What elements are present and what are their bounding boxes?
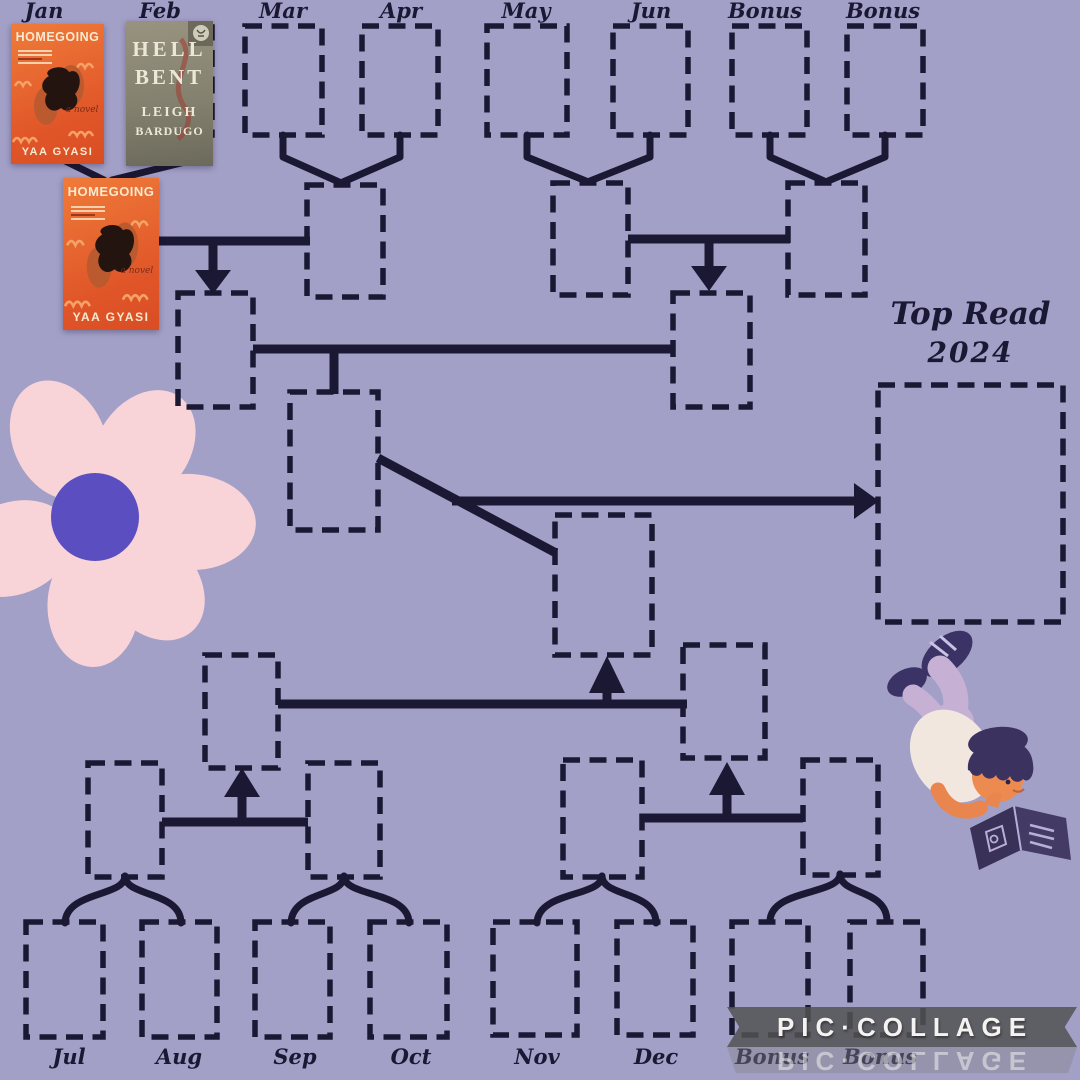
- label-dec: Dec: [633, 1044, 679, 1069]
- homegoing-blurb-lines: [70, 204, 106, 222]
- hell-bent-author-line1: LEIGH: [141, 105, 198, 120]
- homegoing-cover-art: [11, 62, 95, 145]
- label-apr: Apr: [379, 0, 423, 23]
- slot-bottom-half-champion[interactable]: [552, 512, 655, 658]
- label-jan: Jan: [24, 0, 64, 23]
- label-jun: Jun: [630, 0, 672, 23]
- slot-winner-bonus[interactable]: [785, 180, 868, 298]
- flower-illustration: [0, 380, 256, 667]
- slot-winner-mar-apr[interactable]: [304, 182, 386, 300]
- slot-top-read-final[interactable]: [875, 382, 1066, 625]
- slot-jun[interactable]: [610, 23, 691, 138]
- slot-winner-may-jun[interactable]: [550, 180, 631, 298]
- slot-jul[interactable]: [23, 919, 106, 1040]
- homegoing-tagline-text: a novel: [120, 266, 154, 277]
- hell-bent-author-line2: BARDUGO: [135, 124, 204, 138]
- slot-round3-top-left[interactable]: [175, 290, 256, 410]
- label-aug: Aug: [155, 1044, 203, 1069]
- hell-bent-title-line1: HELL: [132, 37, 207, 61]
- label-oct: Oct: [390, 1044, 432, 1069]
- label-bonus-4: Bonus: [842, 1044, 918, 1069]
- homegoing-author-text: YAA GYASI: [21, 146, 94, 159]
- book-cover-homegoing-jan[interactable]: HOMEGOING a novel YAA GYASI: [11, 24, 104, 164]
- label-nov: Nov: [514, 1044, 560, 1069]
- slot-apr[interactable]: [359, 23, 441, 138]
- homegoing-title-text: HOMEGOING: [67, 184, 155, 200]
- page-title-line1: Top Read: [890, 296, 1051, 332]
- homegoing-blurb-lines: [18, 48, 52, 66]
- slot-sep[interactable]: [252, 919, 333, 1040]
- homegoing-author-text: YAA GYASI: [72, 309, 150, 324]
- slot-winner-bonus-bottom[interactable]: [800, 757, 881, 878]
- label-may: May: [501, 0, 551, 23]
- slot-round3-bottom-left[interactable]: [202, 652, 281, 771]
- label-bonus-1: Bonus: [727, 0, 803, 23]
- label-bonus-3: Bonus: [734, 1044, 810, 1069]
- hell-bent-cover-art: [175, 21, 213, 141]
- label-jul: Jul: [52, 1044, 86, 1069]
- slot-round3-bottom-right[interactable]: [680, 642, 768, 761]
- label-mar: Mar: [259, 0, 307, 23]
- slot-top-half-champion[interactable]: [287, 389, 381, 533]
- slot-bonus-1[interactable]: [729, 23, 810, 138]
- slot-winner-nov-dec[interactable]: [560, 757, 645, 880]
- pic-collage-watermark-reflection: PIC·COLLAGE: [727, 1047, 1077, 1073]
- label-sep: Sep: [273, 1044, 317, 1069]
- slot-dec[interactable]: [614, 919, 696, 1038]
- homegoing-tagline-text: a novel: [65, 105, 99, 116]
- book-cover-hell-bent-feb[interactable]: HELL BENT LEIGH BARDUGO: [126, 21, 213, 166]
- slot-nov[interactable]: [490, 919, 580, 1038]
- pic-collage-watermark-text: PIC·COLLAGE: [776, 1011, 1034, 1042]
- pic-collage-watermark-reflection-text: PIC·COLLAGE: [776, 1047, 1034, 1073]
- homegoing-cover-art: [63, 220, 149, 310]
- book-cover-homegoing-winner[interactable]: HOMEGOING a novel YAA GYASI: [63, 178, 159, 330]
- reading-person-illustration: [887, 630, 1071, 870]
- pic-collage-watermark[interactable]: PIC·COLLAGE: [727, 1007, 1077, 1047]
- label-bonus-2: Bonus: [845, 0, 921, 23]
- slot-oct[interactable]: [367, 919, 450, 1040]
- slot-bonus-2[interactable]: [844, 23, 926, 138]
- flower-center: [51, 473, 139, 561]
- slot-mar[interactable]: [242, 23, 325, 138]
- slot-may[interactable]: [484, 23, 570, 138]
- slot-winner-jul-aug[interactable]: [85, 760, 165, 880]
- open-book-illustration: [970, 805, 1071, 870]
- slot-aug[interactable]: [139, 919, 220, 1040]
- hell-bent-title-line2: BENT: [134, 65, 205, 89]
- page-title-line2: 2024: [927, 336, 1014, 369]
- homegoing-title-text: HOMEGOING: [15, 29, 100, 44]
- slot-round3-top-right[interactable]: [670, 290, 753, 410]
- slot-winner-sep-oct[interactable]: [305, 760, 383, 880]
- label-feb: Feb: [139, 0, 181, 23]
